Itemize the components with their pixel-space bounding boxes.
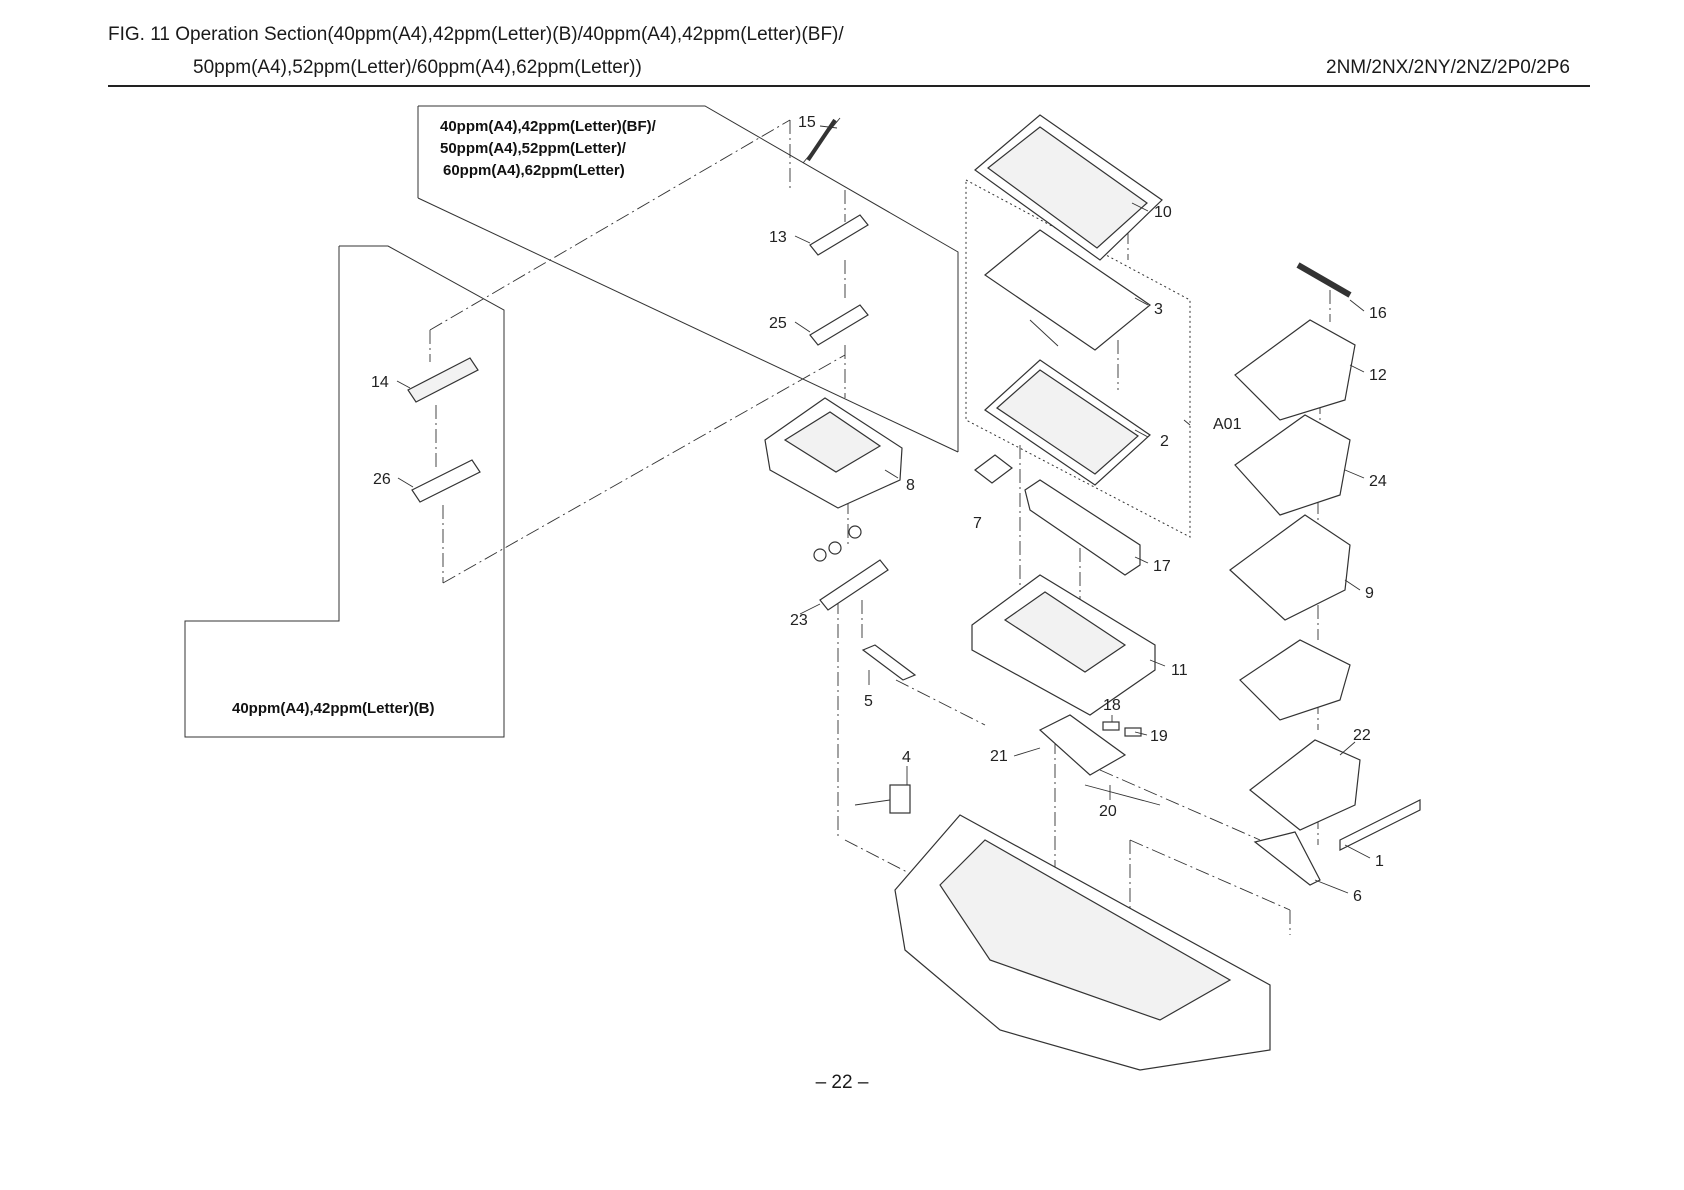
part-4-buzzer bbox=[854, 784, 911, 814]
callout-11: 11 bbox=[1171, 662, 1188, 679]
callout-A01: A01 bbox=[1213, 416, 1242, 433]
model-codes: 2NM/2NX/2NY/2NZ/2P0/2P6 bbox=[1326, 57, 1570, 78]
callout-14: 14 bbox=[371, 374, 389, 391]
part-20-cable bbox=[1084, 784, 1161, 806]
part-7-sheet bbox=[974, 454, 1013, 484]
part-3-touch-panel bbox=[983, 229, 1152, 351]
header-rule bbox=[108, 85, 1590, 87]
bf-box-label-2: 50ppm(A4),52ppm(Letter)/ bbox=[440, 140, 627, 157]
callout-24: 24 bbox=[1369, 473, 1387, 490]
callout-25: 25 bbox=[769, 315, 787, 332]
assembly-guide-lines bbox=[429, 119, 1331, 1000]
part-9-key-frame bbox=[1229, 514, 1351, 621]
callout-4: 4 bbox=[902, 749, 911, 766]
part-1-cable bbox=[1339, 799, 1421, 851]
callout-1: 1 bbox=[1375, 853, 1384, 870]
callout-leaders bbox=[396, 125, 1371, 894]
callout-8: 8 bbox=[906, 477, 915, 494]
part-14-key-panel bbox=[407, 357, 479, 403]
part-24-rubber-key bbox=[1234, 414, 1351, 516]
callout-23: 23 bbox=[790, 612, 808, 629]
variant-frame-b bbox=[184, 245, 505, 738]
part-15-flat-cable bbox=[802, 117, 841, 164]
part-13-key-sheet bbox=[809, 214, 869, 256]
figure-title-line-2: 50ppm(A4),52ppm(Letter)/60ppm(A4),62ppm(… bbox=[193, 57, 642, 78]
part-key-buttons-cluster bbox=[1239, 639, 1351, 721]
callout-26: 26 bbox=[373, 471, 391, 488]
callout-5: 5 bbox=[864, 693, 873, 710]
callout-15: 15 bbox=[798, 114, 816, 131]
part-10-lcd-bezel bbox=[974, 114, 1163, 261]
assembly-a01-frame bbox=[965, 179, 1191, 538]
part-8-key-housing bbox=[764, 397, 903, 509]
part-25-key-sheet bbox=[809, 304, 869, 346]
callout-17: 17 bbox=[1153, 558, 1171, 575]
part-16-cable bbox=[1296, 262, 1352, 298]
variant-frame-bf bbox=[418, 105, 959, 452]
part-17-lcd-frame bbox=[1024, 479, 1141, 576]
part-2-lcd bbox=[984, 359, 1151, 486]
callout-19: 19 bbox=[1150, 728, 1168, 745]
bf-box-label-3: 60ppm(A4),62ppm(Letter) bbox=[443, 162, 625, 179]
callout-16: 16 bbox=[1369, 305, 1387, 322]
callout-9: 9 bbox=[1365, 585, 1374, 602]
callout-3: 3 bbox=[1154, 301, 1163, 318]
callout-20: 20 bbox=[1099, 803, 1117, 820]
callout-7: 7 bbox=[973, 515, 982, 532]
figure-title-line-1: FIG. 11 Operation Section(40ppm(A4),42pp… bbox=[108, 24, 844, 45]
bf-box-label-1: 40ppm(A4),42ppm(Letter)(BF)/ bbox=[440, 118, 657, 135]
part-26-key-sheet bbox=[411, 459, 481, 503]
callout-10: 10 bbox=[1154, 204, 1172, 221]
part-12-key-cover bbox=[1234, 319, 1356, 421]
part-23-board bbox=[813, 525, 889, 611]
part-base-operation-cover bbox=[894, 814, 1271, 1071]
callout-2: 2 bbox=[1160, 433, 1169, 450]
part-11-lower-housing bbox=[971, 574, 1156, 716]
callout-18: 18 bbox=[1103, 697, 1121, 714]
callout-12: 12 bbox=[1369, 367, 1387, 384]
b-box-label: 40ppm(A4),42ppm(Letter)(B) bbox=[232, 700, 435, 717]
part-5-cable bbox=[861, 644, 917, 681]
callout-6: 6 bbox=[1353, 888, 1362, 905]
page-number: – 22 – bbox=[815, 1072, 869, 1093]
part-21-control-pcb bbox=[1038, 714, 1127, 776]
part-6-cable bbox=[1253, 831, 1321, 886]
callout-13: 13 bbox=[769, 229, 787, 246]
callout-22: 22 bbox=[1353, 727, 1371, 744]
callout-21: 21 bbox=[990, 748, 1008, 765]
part-18-connector bbox=[1102, 721, 1120, 731]
part-22-key-pcb bbox=[1249, 739, 1361, 831]
callout-labels: 15 13 25 14 26 8 23 10 3 2 A01 7 17 11 1… bbox=[371, 114, 1387, 905]
part-19-connector bbox=[1124, 727, 1142, 737]
